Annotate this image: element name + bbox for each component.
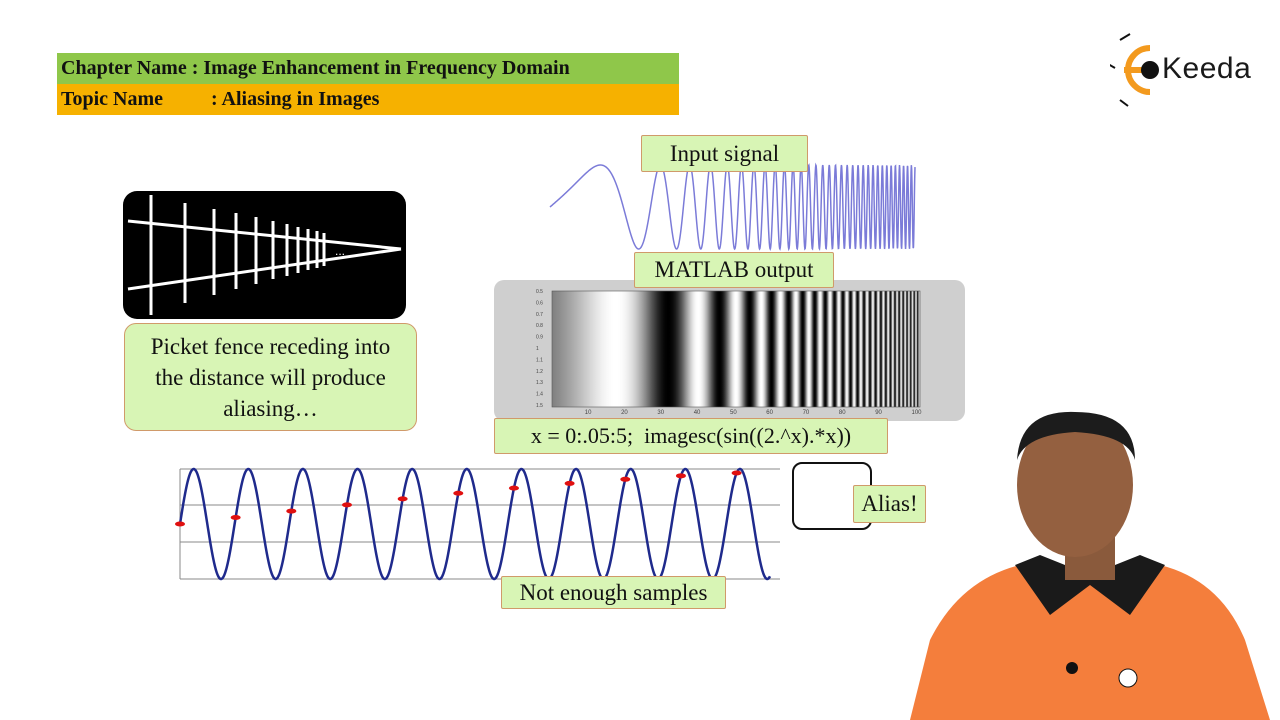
matlab-x-tick: 50 xyxy=(730,410,737,415)
sample-point xyxy=(675,473,686,479)
lapel-mic-icon xyxy=(1066,662,1078,674)
matlab-x-tick: 20 xyxy=(621,410,628,415)
matlab-y-tick: 0.7 xyxy=(536,312,543,318)
matlab-x-tick: 90 xyxy=(875,410,882,415)
matlab-y-tick: 0.8 xyxy=(536,323,543,329)
matlab-x-tick: 60 xyxy=(766,410,773,415)
chapter-name-bar: Chapter Name : Image Enhancement in Freq… xyxy=(57,53,679,84)
chirp-signal-line xyxy=(549,162,916,252)
topic-name-value: : Aliasing in Images xyxy=(211,88,380,110)
ekeeda-logo: Keeda xyxy=(1107,30,1270,110)
matlab-x-tick: 100 xyxy=(912,410,923,415)
matlab-x-tick: 80 xyxy=(839,410,846,415)
picket-fence-image: ... xyxy=(123,191,406,319)
matlab-y-tick: 1.5 xyxy=(536,403,543,409)
matlab-x-tick: 10 xyxy=(585,410,592,415)
matlab-code-label: x = 0:.05:5; imagesc(sin((2.^x).*x)) xyxy=(494,418,888,454)
undersampled-sine-plot xyxy=(175,467,780,581)
presenter-shirt xyxy=(910,565,1270,720)
presenter-video xyxy=(910,411,1270,720)
not-enough-samples-label: Not enough samples xyxy=(501,576,726,609)
input-signal-label: Input signal xyxy=(641,135,808,172)
matlab-y-tick: 1.4 xyxy=(536,392,543,398)
logo-text: Keeda xyxy=(1162,52,1252,85)
fence-aliasing-callout: Picket fence receding into the distance … xyxy=(124,323,417,431)
sample-point xyxy=(508,485,519,491)
sample-point xyxy=(341,502,352,508)
sample-point xyxy=(175,521,185,527)
matlab-y-tick: 1.1 xyxy=(536,357,543,363)
input-signal-plot xyxy=(549,162,916,252)
sine-wave-line xyxy=(178,467,772,581)
presenter-hair xyxy=(1017,411,1135,460)
sample-point xyxy=(397,496,408,502)
sample-point xyxy=(453,490,464,496)
chapter-name-label: Chapter Name : xyxy=(61,57,204,79)
matlab-y-tick: 1.2 xyxy=(536,369,543,375)
matlab-output-image: 0.5 0.6 0.7 0.8 0.9 1 1.1 1.2 1.3 1.4 1.5 10 20 30 40… xyxy=(536,289,923,415)
fence-ellipsis: ... xyxy=(335,244,345,258)
matlab-y-tick: 0.5 xyxy=(536,289,543,295)
sample-point xyxy=(286,508,297,514)
sample-point xyxy=(731,470,742,476)
matlab-y-tick: 1 xyxy=(536,346,539,352)
matlab-y-tick: 1.3 xyxy=(536,380,543,386)
matlab-y-tick: 0.9 xyxy=(536,335,543,341)
matlab-y-tick: 0.6 xyxy=(536,300,543,306)
sample-point xyxy=(230,514,241,520)
ekeeda-e-logo-icon xyxy=(1107,33,1159,107)
matlab-x-tick: 30 xyxy=(657,410,664,415)
matlab-output-label: MATLAB output xyxy=(634,252,834,288)
sample-point xyxy=(620,476,631,482)
sample-point xyxy=(564,480,575,486)
chapter-name-value: Image Enhancement in Frequency Domain xyxy=(203,57,570,79)
topic-name-bar: Topic Name : Aliasing in Images xyxy=(57,84,679,115)
topic-name-label: Topic Name xyxy=(61,88,164,110)
matlab-x-tick: 40 xyxy=(694,410,701,415)
presenter-collar xyxy=(1015,555,1165,615)
shirt-logo-icon xyxy=(1118,668,1138,688)
alias-label: Alias! xyxy=(853,485,926,523)
presenter-face xyxy=(1017,413,1133,557)
matlab-x-tick: 70 xyxy=(803,410,810,415)
